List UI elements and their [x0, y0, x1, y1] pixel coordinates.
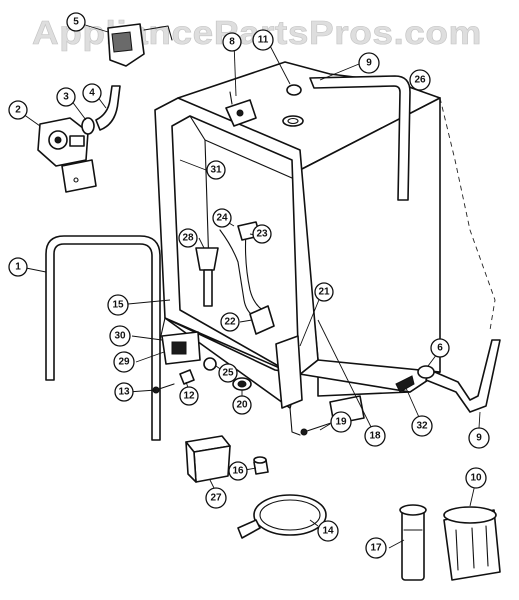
svg-text:18: 18 [369, 431, 381, 442]
svg-text:29: 29 [118, 357, 130, 368]
vent-hose [309, 75, 411, 201]
callout-1: 1 [8, 257, 28, 277]
callout-28: 28 [178, 228, 198, 248]
callout-21: 21 [314, 282, 334, 302]
callout-6: 6 [430, 338, 450, 358]
callout-5: 5 [66, 12, 86, 32]
callout-14: 14 [317, 520, 339, 542]
svg-text:1: 1 [15, 262, 21, 273]
svg-text:25: 25 [222, 368, 234, 379]
callout-16: 16 [228, 461, 248, 481]
callout-11: 11 [252, 29, 274, 51]
svg-text:21: 21 [318, 287, 330, 298]
svg-text:26: 26 [414, 75, 426, 86]
svg-text:9: 9 [366, 58, 372, 69]
door-gasket [45, 235, 161, 441]
float-switch [249, 305, 275, 335]
drain-hose-clamp [417, 365, 435, 379]
callout-20: 20 [232, 395, 252, 415]
lower-bracket [300, 395, 365, 436]
callout-25: 25 [218, 363, 238, 383]
filter-basket [443, 506, 501, 581]
svg-text:30: 30 [114, 331, 126, 342]
svg-text:16: 16 [232, 466, 244, 477]
grommet [232, 377, 252, 391]
callout-4: 4 [82, 83, 102, 103]
svg-text:12: 12 [183, 391, 195, 402]
callout-32: 32 [411, 415, 433, 437]
svg-text:17: 17 [370, 543, 382, 554]
svg-text:32: 32 [416, 421, 428, 432]
callout-9-lower: 9 [468, 427, 490, 449]
callout-22: 22 [220, 312, 240, 332]
inlet-valve [37, 117, 97, 193]
callout-27: 27 [205, 487, 227, 509]
svg-text:15: 15 [112, 300, 124, 311]
tub-body [154, 61, 496, 436]
callout-12: 12 [179, 386, 199, 406]
ring-clamp [237, 494, 327, 539]
washer [203, 357, 217, 371]
svg-text:10: 10 [470, 473, 482, 484]
callout-13: 13 [114, 382, 134, 402]
svg-text:20: 20 [236, 400, 248, 411]
svg-text:5: 5 [73, 17, 79, 28]
svg-text:11: 11 [258, 35, 269, 46]
callout-3: 3 [56, 87, 76, 107]
callout-8: 8 [222, 32, 242, 52]
cap-nut [253, 456, 269, 475]
svg-text:9: 9 [476, 433, 482, 444]
svg-text:2: 2 [15, 105, 21, 116]
callout-30: 30 [109, 325, 131, 347]
hose-clamp [81, 117, 95, 135]
callout-18: 18 [364, 425, 386, 447]
float [195, 247, 219, 307]
callout-9-upper: 9 [358, 52, 380, 74]
callout-15: 15 [107, 294, 129, 316]
svg-text:8: 8 [229, 37, 235, 48]
svg-text:14: 14 [322, 526, 334, 537]
svg-text:19: 19 [335, 417, 347, 428]
callout-23: 23 [252, 224, 272, 244]
svg-text:23: 23 [256, 229, 268, 240]
nut-clip [179, 369, 195, 385]
top-fitting [286, 84, 302, 96]
drain-hose [425, 339, 501, 413]
switch-bracket [161, 331, 201, 365]
callout-24: 24 [212, 208, 232, 228]
filter-box [185, 435, 231, 483]
callout-19: 19 [330, 411, 352, 433]
svg-text:13: 13 [118, 387, 130, 398]
inlet-hose [95, 85, 121, 131]
callout-31: 31 [206, 160, 226, 180]
drain-tube [399, 504, 427, 581]
callout-2: 2 [8, 100, 28, 120]
svg-text:27: 27 [210, 493, 222, 504]
callout-26: 26 [409, 69, 431, 91]
top-vent-hole [282, 115, 304, 127]
door-hinge [275, 335, 303, 409]
svg-text:4: 4 [89, 88, 95, 99]
top-bracket [225, 91, 257, 127]
callout-17: 17 [365, 537, 387, 559]
fill-funnel [107, 23, 173, 67]
svg-text:22: 22 [224, 317, 236, 328]
svg-text:3: 3 [63, 92, 69, 103]
callout-10: 10 [465, 467, 487, 489]
svg-text:24: 24 [216, 213, 228, 224]
svg-text:28: 28 [182, 233, 194, 244]
svg-text:6: 6 [437, 343, 443, 354]
callout-29: 29 [113, 351, 135, 373]
drain-clip [395, 375, 415, 393]
svg-text:31: 31 [210, 165, 222, 176]
